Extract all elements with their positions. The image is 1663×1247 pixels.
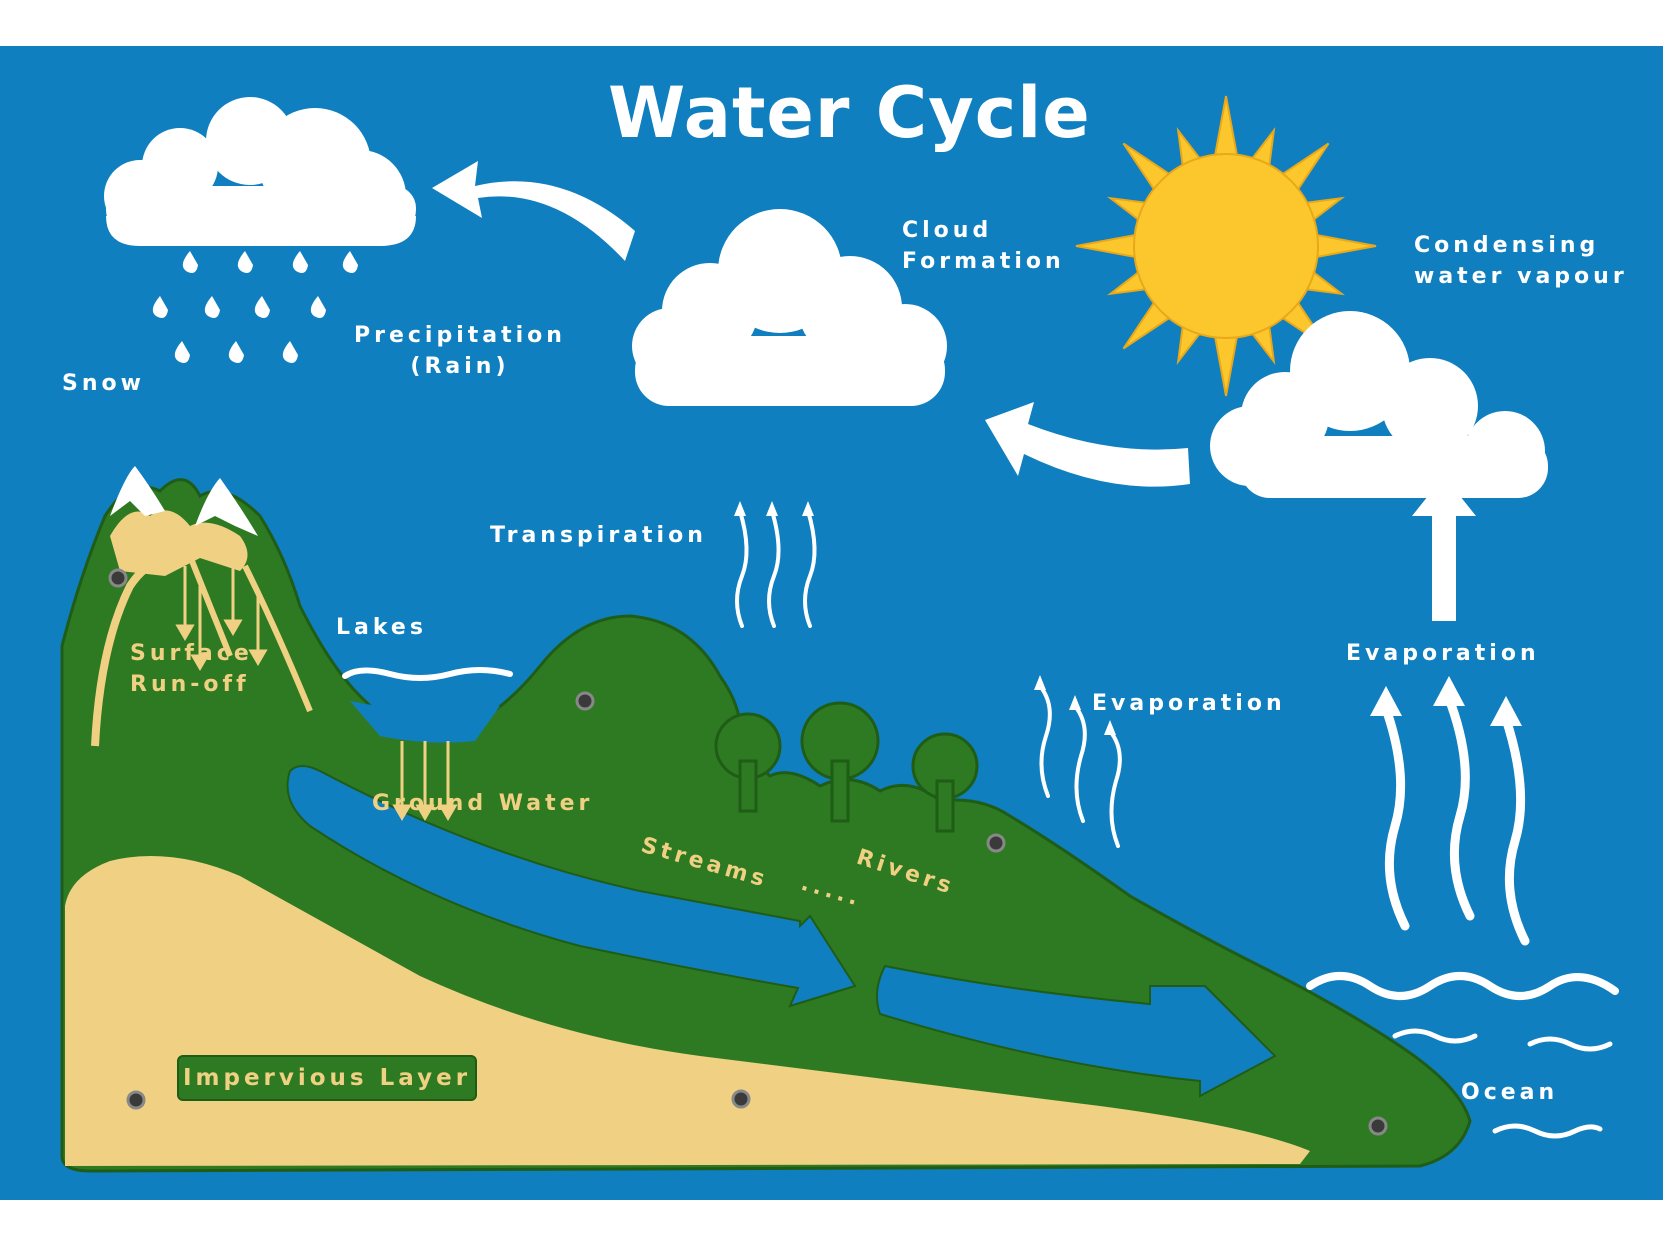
surface-runoff-label: Surface Run-off (130, 641, 253, 697)
condensing-water-vapour-label: Condensing water vapour (1414, 233, 1628, 289)
ocean-waves-icon (1306, 972, 1619, 1000)
ground-water-label: Ground Water (372, 791, 594, 816)
raindrops-icon (152, 251, 358, 363)
snow-label: Snow (62, 371, 145, 396)
ground-water-arrows-icon (392, 741, 458, 821)
land-evaporation-arrowheads-icon (1034, 675, 1116, 735)
precipitation-label: Precipitation (Rain) (354, 323, 566, 379)
ocean-small-waves-icon (1392, 1028, 1613, 1139)
curved-arrow-to-cloud-formation-icon (985, 402, 1190, 487)
evaporation-land-label: Evaporation (1092, 691, 1286, 716)
cloud-formation-label: Cloud Formation (902, 218, 1065, 274)
evaporation-ocean-label: Evaporation (1346, 641, 1540, 666)
ocean-evaporation-arrowheads-icon (1370, 676, 1522, 726)
lake-water (350, 701, 500, 743)
condensing-cloud-icon (1210, 311, 1548, 498)
transpiration-arrows-icon (735, 509, 817, 628)
cloud-formation-cloud-icon (632, 209, 947, 406)
transpiration-arrowheads-icon (734, 501, 814, 516)
land-evaporation-arrows-icon (1038, 684, 1122, 848)
ocean-label: Ocean (1461, 1080, 1559, 1105)
mounting-bolts (108, 568, 1388, 1136)
runoff-arrows-icon (175, 561, 268, 671)
stream-channels (286, 765, 1277, 1098)
impervious-layer-label: Impervious Layer (177, 1055, 477, 1101)
page-title: Water Cycle (608, 72, 1091, 154)
sun-icon (1075, 95, 1377, 397)
diagram-artwork (60, 95, 1619, 1173)
transpiration-label: Transpiration (490, 523, 707, 548)
water-cycle-board (0, 46, 1663, 1200)
lakes-label: Lakes (336, 615, 427, 640)
mountain-peaks (91, 466, 313, 747)
curved-arrow-to-rain-cloud-icon (432, 161, 635, 261)
rain-cloud-icon (104, 97, 416, 246)
lake-wave-icon (342, 667, 513, 681)
trees-icon (714, 701, 979, 833)
up-arrow-icon (1412, 476, 1476, 621)
ocean-evaporation-arrows-icon (1380, 691, 1530, 946)
